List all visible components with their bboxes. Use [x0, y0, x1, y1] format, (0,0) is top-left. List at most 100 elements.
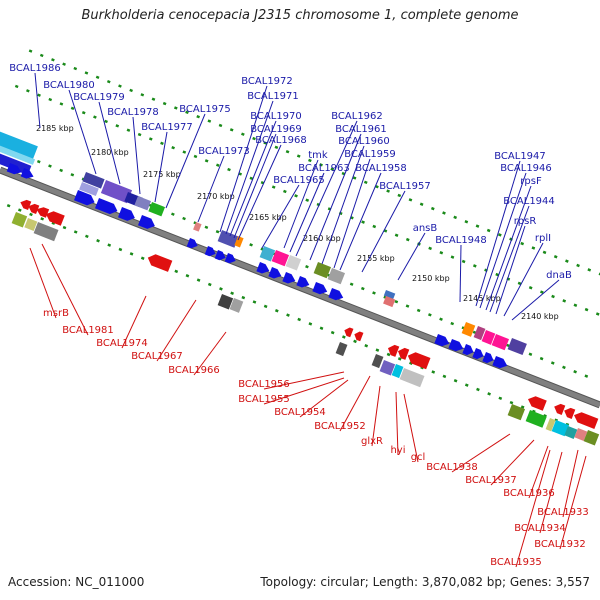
forward-gene-arrow: [256, 262, 270, 274]
gene-block: [507, 404, 526, 421]
gene-label: rpsR: [495, 216, 537, 315]
gene-label-text: BCAL1961: [335, 124, 387, 135]
leader-line: [321, 145, 365, 265]
gene-label: BCAL1981: [41, 243, 114, 336]
gene-block: [335, 342, 348, 357]
gene-label-text: BCAL1933: [537, 507, 589, 518]
gene-block: [79, 182, 99, 197]
gene-label-text: BCAL1948: [435, 235, 487, 246]
gene-label: BCAL1965: [261, 175, 325, 249]
gene-label-text: BCAL1978: [107, 107, 159, 118]
forward-gene-arrow: [224, 253, 236, 264]
gene-label-text: BCAL1971: [247, 91, 299, 102]
gene-label-text: BCAL1957: [379, 181, 431, 192]
gene-label: BCAL1986: [9, 63, 61, 129]
leader-line: [490, 439, 535, 486]
gene-label: BCAL1956: [238, 371, 345, 390]
reverse-gene-arrow: [147, 254, 173, 272]
gene-block: [285, 255, 302, 271]
gene-label: BCAL1932: [534, 455, 587, 550]
gene-block: [507, 337, 527, 356]
forward-gene-arrow: [328, 288, 344, 301]
forward-gene-arrow: [117, 207, 135, 221]
lower-outer-rail: [0, 200, 575, 429]
gene-block: [371, 353, 384, 369]
leader-line: [451, 433, 511, 473]
gene-block: [11, 212, 28, 228]
leader-line: [309, 133, 362, 261]
gene-block: [217, 229, 239, 248]
gene-label: BCAL1969: [233, 124, 302, 239]
accession-text: Accession: NC_011000: [8, 575, 145, 589]
gene-block: [33, 222, 59, 242]
gene-label-text: tmk: [308, 150, 328, 161]
gene-label: BCAL1962: [295, 111, 383, 257]
leader-line: [295, 120, 358, 257]
tick-label: 2155 kbp: [357, 254, 395, 263]
leader-line: [511, 279, 560, 321]
gene-label: hyi: [390, 391, 406, 456]
gene-block: [545, 418, 556, 432]
leader-line: [34, 72, 41, 129]
gene-label: BCAL1936: [503, 445, 555, 499]
gene-label: BCAL1933: [537, 449, 589, 518]
gene-label: BCAL1955: [238, 377, 345, 405]
reverse-gene-arrow: [527, 396, 547, 411]
reverse-gene-arrow: [344, 327, 354, 338]
gene-label-text: BCAL1960: [338, 136, 390, 147]
gene-label-text: BCAL1956: [238, 379, 290, 390]
leader-line: [333, 158, 371, 269]
gene-label: BCAL1960: [321, 136, 390, 265]
gene-label: BCAL1980: [43, 80, 97, 175]
reverse-gene-arrow: [36, 207, 50, 218]
leader-line: [219, 85, 268, 233]
gene-label-text: BCAL1936: [503, 488, 555, 499]
gene-label-text: BCAL1938: [426, 462, 478, 473]
gene-label: BCAL1958: [339, 163, 407, 271]
gene-label: rplI: [503, 233, 551, 317]
gene-label: BCAL1957: [361, 181, 431, 273]
reverse-gene-arrow: [554, 403, 566, 415]
gene-label-text: BCAL1967: [131, 351, 183, 362]
gene-label-text: BCAL1952: [314, 421, 366, 432]
forward-gene-arrow: [94, 198, 118, 215]
gene-block: [229, 298, 244, 313]
forward-gene-arrow: [214, 250, 226, 261]
gene-block: [313, 261, 332, 279]
leader-line: [41, 243, 89, 336]
gene-block: [383, 296, 396, 308]
leader-line: [132, 116, 141, 195]
gene-label: tmk: [283, 150, 328, 249]
gene-block: [574, 428, 588, 441]
leader-line: [68, 89, 97, 175]
gene-label-text: rpsR: [514, 216, 537, 227]
gene-label: BCAL1961: [309, 124, 387, 261]
map-title: Burkholderia cenocepacia J2315 chromosom…: [81, 8, 519, 23]
gene-block: [259, 246, 276, 262]
gene-label: BCAL1946: [479, 163, 552, 309]
gene-label: glxR: [361, 385, 383, 447]
gene-label-text: BCAL1946: [500, 163, 552, 174]
gene-label: ansB: [397, 223, 437, 281]
gene-block: [583, 430, 600, 446]
gene-label-text: BCAL1958: [355, 163, 407, 174]
leader-line: [98, 101, 121, 185]
tick-label: 2145 kbp: [463, 294, 501, 303]
gene-block: [461, 322, 476, 337]
leader-line: [559, 455, 587, 550]
gene-label: BCAL1934: [514, 451, 566, 534]
gene-label-text: BCAL1947: [494, 151, 546, 162]
leader-line: [397, 232, 426, 281]
gene-label-text: BCAL1944: [503, 196, 555, 207]
gene-label: BCAL1935: [490, 449, 551, 568]
gene-block: [327, 268, 346, 285]
gene-label: BCAL1963: [289, 163, 350, 253]
gene-label-text: msrB: [43, 308, 69, 319]
leader-line: [263, 371, 345, 390]
gene-label-text: BCAL1968: [255, 135, 307, 146]
leader-line: [225, 100, 274, 235]
gene-block: [0, 152, 32, 176]
leader-line: [237, 144, 282, 241]
gene-label: BCAL1967: [131, 299, 197, 362]
